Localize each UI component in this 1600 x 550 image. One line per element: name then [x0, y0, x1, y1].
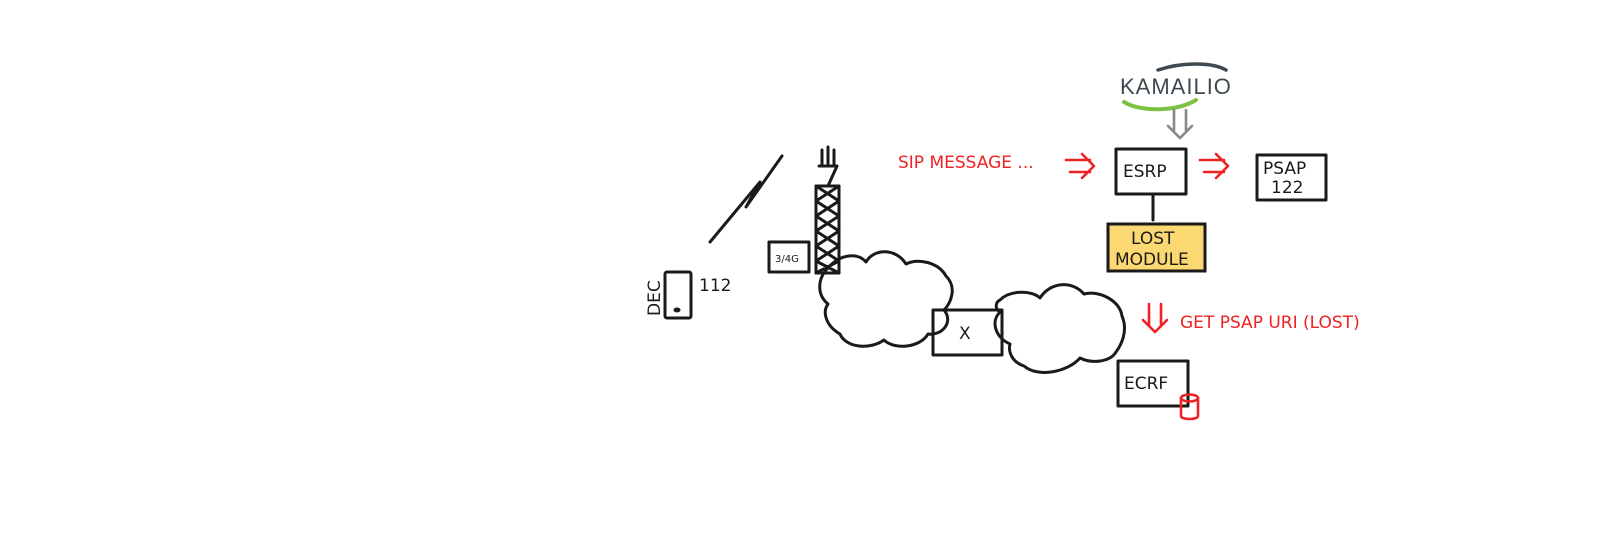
get-psap-uri-annotation: GET PSAP URI (LOST) [1180, 313, 1360, 333]
logo-swoosh [1122, 98, 1198, 112]
cell-tower-icon [814, 145, 841, 275]
dial-number: 112 [699, 276, 731, 296]
lightning-icon [708, 154, 784, 244]
psap-label-line2: 122 [1271, 178, 1303, 198]
logo-arc [1156, 62, 1228, 72]
gateway-label: X [959, 324, 971, 344]
cloud-icon [993, 283, 1126, 374]
lost-label-line2: MODULE [1115, 250, 1189, 270]
double-arrow-icon [1198, 152, 1230, 180]
database-icon [1179, 393, 1200, 421]
ecrf-box [1116, 359, 1190, 408]
logo-text: KAMAILIO [1120, 74, 1232, 99]
psap-label-line1: PSAP [1263, 159, 1306, 179]
phone-device [663, 270, 693, 320]
lost-module-box [1106, 222, 1207, 273]
double-arrow-icon [1141, 302, 1169, 334]
sip-message-annotation: SIP MESSAGE ... [898, 153, 1034, 173]
kamailio-logo: KAMAILIO [1120, 62, 1232, 112]
double-arrow-icon [1166, 108, 1194, 140]
gateway-box [931, 308, 1004, 357]
ecrf-label: ECRF [1124, 374, 1168, 394]
network-badge-box [767, 240, 811, 274]
esrp-box [1114, 147, 1188, 196]
phone-label: DEC [645, 280, 665, 316]
cloud-icon [818, 250, 954, 348]
network-badge-label: 3/4G [775, 254, 799, 265]
psap-box [1255, 153, 1328, 202]
double-arrow-icon [1064, 152, 1096, 180]
esrp-label: ESRP [1123, 162, 1167, 182]
lost-label-line1: LOST [1131, 229, 1175, 249]
